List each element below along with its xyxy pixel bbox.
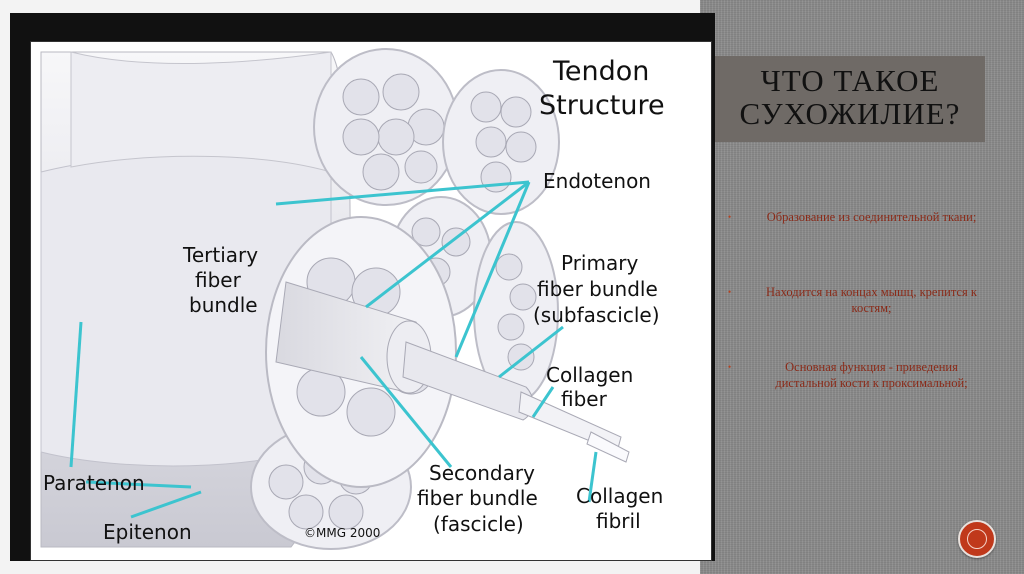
bullet-item: • Основная функция - приведения дистальн… <box>728 359 988 391</box>
label-collagen-fibril-2: fibril <box>596 509 641 533</box>
illustration-frame: Tendon Structure Endotenon Tertiary fibe… <box>10 13 715 561</box>
next-slide-button[interactable] <box>958 520 996 558</box>
circle-icon <box>967 529 987 549</box>
label-secondary-3: (fascicle) <box>433 512 524 536</box>
slide-title-line1: ЧТО ТАКОЕ <box>760 63 940 98</box>
label-epitenon: Epitenon <box>103 520 192 544</box>
label-paratenon: Paratenon <box>43 471 145 495</box>
label-collagen-fiber-2: fiber <box>561 387 608 411</box>
slide-title-line2: СУХОЖИЛИЕ? <box>739 96 961 131</box>
fascicle-top-left <box>313 48 459 206</box>
upper-bundle-sheath <box>70 51 332 173</box>
bullet-text: Образование из соединительной ткани; <box>766 210 977 224</box>
label-collagen-fiber-1: Collagen <box>546 363 633 387</box>
label-primary-2: fiber bundle <box>537 277 658 301</box>
illustration-canvas: Tendon Structure Endotenon Tertiary fibe… <box>30 41 712 561</box>
label-tertiary-2: fiber <box>195 268 242 292</box>
label-tertiary-3: bundle <box>189 293 258 317</box>
diagram-title-line2: Structure <box>539 90 665 121</box>
bullet-text: Находится на концах мышц, крепится к кос… <box>766 285 977 315</box>
tendon-structure-diagram: Tendon Structure Endotenon Tertiary fibe… <box>40 48 665 550</box>
label-primary-1: Primary <box>561 251 638 275</box>
diagram-title-line1: Tendon <box>552 56 649 87</box>
bullet-item: • Образование из соединительной ткани; <box>728 209 988 225</box>
pointer-lines <box>69 180 598 519</box>
bullet-text: Основная функция - приведения дистальной… <box>775 360 968 390</box>
slide-title: ЧТО ТАКОЕ СУХОЖИЛИЕ? <box>715 64 985 130</box>
bullet-item: • Находится на концах мышц, крепится к к… <box>728 284 988 316</box>
copyright-text: ©MMG 2000 <box>304 526 380 540</box>
slide-title-box: ЧТО ТАКОЕ СУХОЖИЛИЕ? <box>715 56 985 142</box>
label-primary-3: (subfascicle) <box>533 303 660 327</box>
label-endotenon: Endotenon <box>543 169 651 193</box>
label-collagen-fibril-1: Collagen <box>576 484 663 508</box>
bullet-dot-icon: • <box>728 362 732 372</box>
bullet-dot-icon: • <box>728 212 732 222</box>
label-secondary-2: fiber bundle <box>417 486 538 510</box>
collagen-fibril-tip <box>586 431 630 463</box>
label-secondary-1: Secondary <box>429 461 535 485</box>
fascicle-top-right <box>442 69 560 215</box>
label-tertiary-1: Tertiary <box>182 243 258 267</box>
bullet-dot-icon: • <box>728 287 732 297</box>
